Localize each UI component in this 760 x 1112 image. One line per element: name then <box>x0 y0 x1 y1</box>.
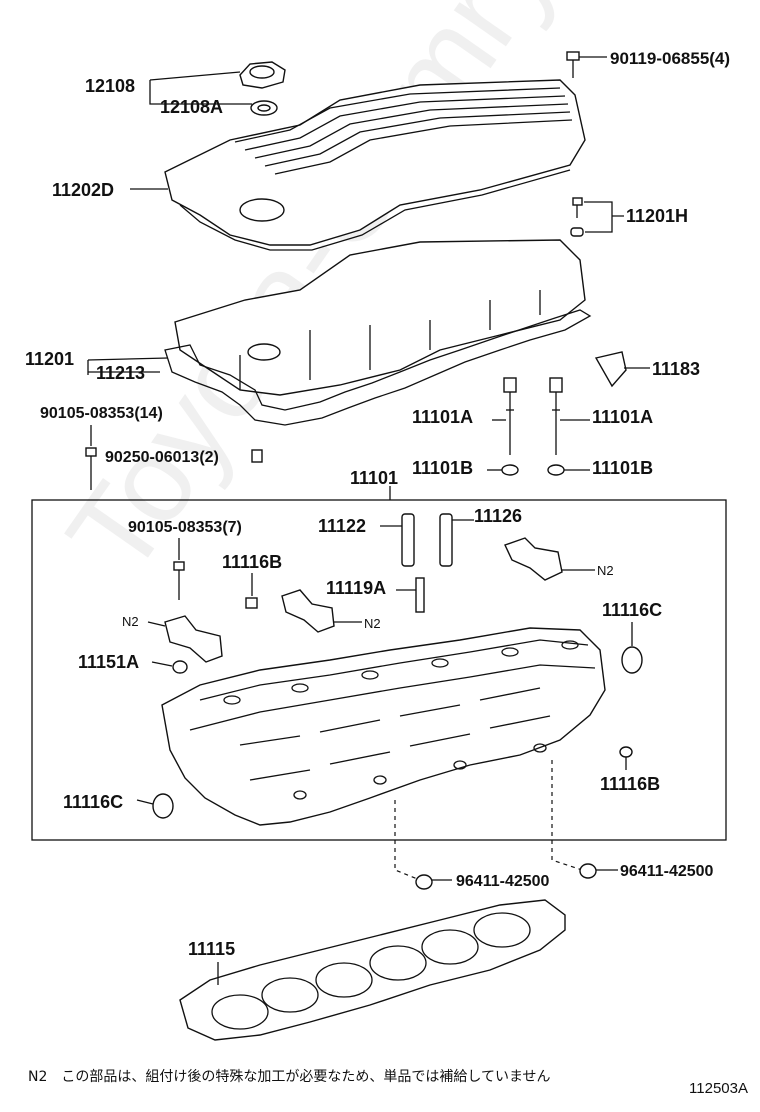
head-bolt-right <box>547 377 565 476</box>
label-11201h: 11201H <box>626 206 688 226</box>
label-11116b-top: 11116B <box>222 552 282 572</box>
bolt-90105-7 <box>173 561 185 600</box>
assembly-box-11101 <box>31 499 727 841</box>
washer-90250 <box>251 449 263 463</box>
label-90105-14: 90105-08353(14) <box>40 405 163 422</box>
plug-96411-left <box>415 874 433 890</box>
cylinder-head <box>161 627 606 826</box>
label-11201: 11201 <box>25 349 74 369</box>
cam-bearing-cap-b <box>281 589 335 633</box>
bolt-11201h <box>570 197 584 237</box>
label-90250: 90250-06013(2) <box>105 449 219 466</box>
label-11101a-right: 11101A <box>592 407 653 427</box>
plug-11116c-right <box>621 646 643 674</box>
label-96411-right: 96411-42500 <box>620 863 714 880</box>
label-11116c-right: 11116C <box>602 600 662 620</box>
label-n2-a: N2 <box>597 563 614 578</box>
bolt-90105-14 <box>85 447 97 490</box>
label-90105-7: 90105-08353(7) <box>128 519 242 536</box>
label-11101: 11101 <box>350 468 398 488</box>
plug-11183 <box>594 351 627 388</box>
label-11202d: 11202D <box>52 180 114 200</box>
head-cover-11201 <box>174 239 586 396</box>
label-11213: 11213 <box>96 363 145 383</box>
label-11101a-left: 11101A <box>412 407 473 427</box>
gasket-11213 <box>164 309 592 426</box>
cam-bearing-cap-c <box>164 615 223 663</box>
cam-bearing-cap-a <box>504 537 563 581</box>
label-n2-c: N2 <box>122 614 139 629</box>
label-11119a: 11119A <box>326 578 386 598</box>
figure-number: 112503A <box>689 1080 748 1097</box>
label-12108: 12108 <box>85 76 135 96</box>
plug-11116c-left <box>152 793 174 819</box>
oil-filler-cap <box>239 61 286 116</box>
bolt-90119 <box>566 51 580 78</box>
label-12108a: 12108A <box>160 97 223 117</box>
label-n2-b: N2 <box>364 616 381 631</box>
label-11126: 11126 <box>474 506 522 526</box>
footer-note: N2 この部品は、組付け後の特殊な加工が必要なため、単品では補給していません <box>28 1069 551 1085</box>
plug-11116b-right <box>619 746 633 758</box>
label-11115: 11115 <box>188 939 235 959</box>
label-11116b-right: 11116B <box>600 774 660 794</box>
valve-guide-11122 <box>401 513 415 567</box>
valve-guide-11126 <box>439 513 453 567</box>
label-11122: 11122 <box>318 516 366 536</box>
label-90119: 90119-06855(4) <box>610 49 730 68</box>
head-bolt-left <box>501 377 519 476</box>
head-gasket-11115 <box>179 899 566 1041</box>
head-cover-11202d <box>164 79 586 251</box>
plug-11116b-top <box>245 597 258 609</box>
plug-96411-right <box>579 863 597 879</box>
label-96411-left: 96411-42500 <box>456 873 550 890</box>
label-11183: 11183 <box>652 359 700 379</box>
label-11151a: 11151A <box>78 652 139 672</box>
label-11101b-left: 11101B <box>412 458 473 478</box>
label-11101b-right: 11101B <box>592 458 653 478</box>
pin-11119a <box>415 577 425 613</box>
plug-11151a <box>172 660 188 674</box>
label-11116c-left: 11116C <box>63 792 123 812</box>
